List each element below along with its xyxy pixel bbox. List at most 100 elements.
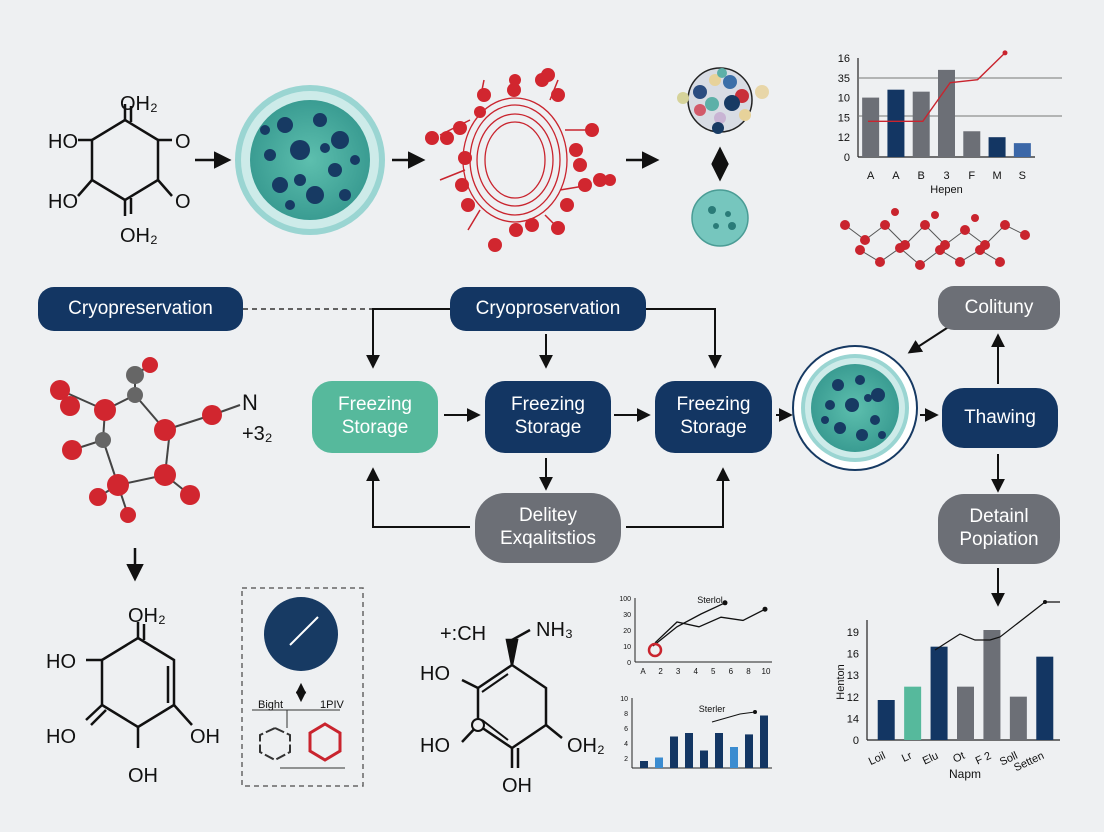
node-cryoproservation-center: Cryoproservation	[450, 287, 646, 331]
chart4-x-tick: Setten	[1012, 750, 1046, 774]
node-freezing-3: Freezing Storage	[655, 381, 772, 453]
chart3-bar	[700, 750, 708, 768]
cell-top	[235, 85, 385, 235]
chart2-x-tick: A	[640, 667, 646, 676]
node-freezing-1: Freezing Storage	[312, 381, 438, 453]
chart4-x-label: Napm	[949, 767, 981, 781]
chart1-x-tick: B	[918, 170, 925, 182]
chart4-x-tick: Lr	[900, 750, 914, 765]
chart3-bar	[670, 736, 678, 768]
chart2-y-tick: 10	[623, 644, 631, 651]
chart4-bar	[930, 646, 948, 740]
chart1-bar	[887, 89, 905, 157]
cell-cluster	[677, 67, 769, 134]
chart1-y-tick: 16	[838, 53, 850, 65]
node-colituny: Colituny	[938, 286, 1060, 330]
mol-c-ch: +:CH	[440, 623, 486, 645]
chart1-x-tick: A	[892, 170, 900, 182]
inset-left-label: Bight	[258, 699, 283, 711]
chart3-bar	[655, 757, 663, 768]
mol-top-ho-left: HO	[48, 131, 78, 153]
chart1-y-tick: 12	[838, 132, 850, 144]
molecule-bottom-center	[461, 628, 563, 768]
chart2-y-tick: 30	[623, 612, 631, 619]
mol-top-ho-left2: HO	[48, 191, 78, 213]
chart2-x-tick: 10	[762, 667, 771, 676]
freezing-3-line1: Freezing	[676, 394, 751, 416]
deliety-line2: Exqalitstios	[499, 528, 597, 549]
chart1-y-tick: 15	[838, 112, 850, 124]
chart3-bar	[745, 734, 753, 768]
chart1-x-tick: 3	[943, 170, 949, 182]
mol-top-o-right2: O	[175, 191, 191, 213]
chart2-x-tick: 8	[746, 667, 751, 676]
detainl-line1: Detainl	[969, 506, 1029, 528]
chart3-bar	[640, 761, 648, 768]
node-thawing: Thawing	[942, 388, 1058, 448]
chart4-y-tick: 12	[847, 692, 859, 704]
chart2-series-1	[652, 602, 726, 647]
chart1-bar	[912, 91, 930, 157]
chart4-y-label: Henton	[835, 664, 847, 699]
mol-bot-oh-bottom: OH	[128, 765, 158, 787]
cell-middle	[792, 345, 918, 471]
chart4-x-tick: Elu	[921, 750, 940, 768]
chart3-bar	[685, 733, 693, 768]
chart3-trend-line	[711, 711, 756, 723]
chart1-bar	[862, 97, 880, 157]
chart3-bar	[715, 733, 723, 768]
freezing-1-line2: Storage	[341, 417, 409, 438]
chart2-x-tick: 5	[711, 667, 716, 676]
chart1-x-tick: A	[867, 170, 875, 182]
freezing-2-line1: Freezing	[511, 394, 585, 416]
mol-mid-plus: +3₂	[242, 423, 273, 445]
chart1-x-tick: M	[992, 170, 1001, 182]
chart3-y-tick: 8	[624, 711, 628, 718]
chart2-title: Sterlol	[697, 595, 723, 605]
chart4-y-tick: 16	[847, 649, 859, 661]
chart2-y-tick: 100	[619, 596, 631, 603]
chart4-bar	[877, 700, 895, 740]
chart4-y-tick: 19	[847, 627, 859, 639]
mol-c-ho2: HO	[420, 735, 450, 757]
chart4-bar	[904, 686, 922, 740]
chart4-y-tick: 14	[847, 713, 859, 725]
mol-c-nh3: NH₃	[536, 619, 573, 641]
mol-top-oh2-bottom: OH₂	[120, 225, 158, 247]
chart3-y-tick: 10	[620, 696, 628, 703]
chart1-y-tick: 0	[844, 152, 850, 164]
chart4-overlay-point	[1043, 600, 1047, 604]
mol-bot-oh2: OH₂	[128, 605, 166, 627]
connector-left-bottom	[366, 467, 470, 528]
mol-top-o-right: O	[175, 131, 191, 153]
inset-right-label: 1PIV	[320, 699, 345, 711]
chart1-bar	[938, 69, 955, 157]
chart4-bar	[957, 686, 974, 740]
chart2-series-2	[654, 608, 766, 644]
chart2-x-tick: 4	[693, 667, 698, 676]
chart3-trend-point	[753, 710, 757, 714]
chart4-y-tick: 13	[847, 670, 859, 682]
node-colituny-label: Colituny	[964, 296, 1034, 318]
mol-bot-ho1: HO	[46, 651, 76, 673]
chart2-x-tick: 2	[658, 667, 663, 676]
connector-right-top	[640, 308, 722, 369]
chart4-x-tick: Ot	[951, 750, 967, 766]
chart2-y-tick: 0	[627, 660, 631, 667]
chart2-x-tick: 3	[676, 667, 681, 676]
chart4-x-tick: Loil	[867, 750, 888, 768]
chart4-bar	[983, 630, 1001, 740]
node-deliety: Delitey Exqalitstios	[475, 493, 621, 563]
node-cryoproservation-center-label: Cryoproservation	[475, 297, 621, 319]
chart1-bar	[1013, 143, 1031, 157]
node-freezing-2: Freezing Storage	[485, 381, 611, 453]
deliety-line1: Delitey	[518, 505, 578, 527]
ring-molecule	[425, 68, 616, 252]
chart3-bar	[730, 747, 738, 768]
chart4-y-tick: 0	[853, 735, 859, 747]
mol-c-oh2: OH₂	[567, 735, 605, 757]
